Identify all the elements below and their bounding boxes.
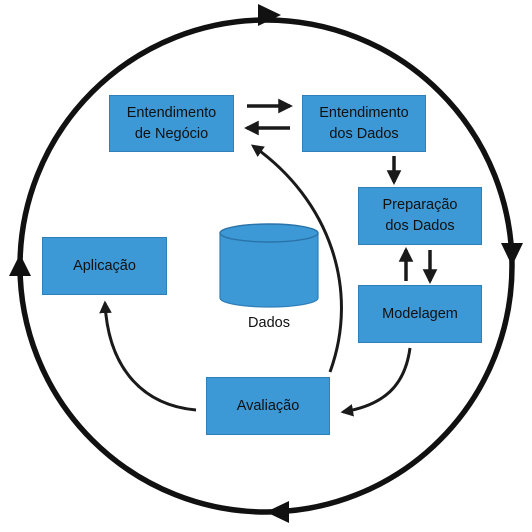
node-modelagem: Modelagem <box>358 285 482 343</box>
node-label-line1: Preparação <box>382 197 458 213</box>
node-avaliacao: Avaliação <box>206 377 330 435</box>
node-label-line1: Entendimento <box>126 104 217 121</box>
node-preparacao-dados: Preparação dos Dados <box>358 187 482 245</box>
node-label: Modelagem <box>382 305 458 322</box>
dados-label: Dados <box>248 315 290 331</box>
node-entendimento-dados: Entendimento dos Dados <box>302 95 426 152</box>
node-label: Aplicação <box>73 257 136 274</box>
cycle-arrowhead-top <box>258 4 281 26</box>
node-label: Avaliação <box>236 397 300 414</box>
node-label-line2: de Negócio <box>134 125 209 142</box>
node-label-line2: dos Dados <box>329 125 399 142</box>
cycle-arrowhead-left <box>9 254 31 276</box>
node-label-line2: dos Dados <box>385 218 455 234</box>
arrow-avaliacao-to-negocio <box>250 144 343 373</box>
node-label-line1: Entendimento <box>319 104 409 121</box>
dados-database-icon <box>219 223 319 308</box>
arrow-avaliacao-to-aplicacao <box>99 300 197 412</box>
cycle-arrowhead-bottom <box>266 501 289 523</box>
node-entendimento-negocio: Entendimento de Negócio <box>109 95 234 152</box>
arrow-modelagem-to-avaliacao <box>340 347 412 417</box>
cycle-arrowhead-right <box>501 243 523 266</box>
node-aplicacao: Aplicação <box>42 237 167 295</box>
